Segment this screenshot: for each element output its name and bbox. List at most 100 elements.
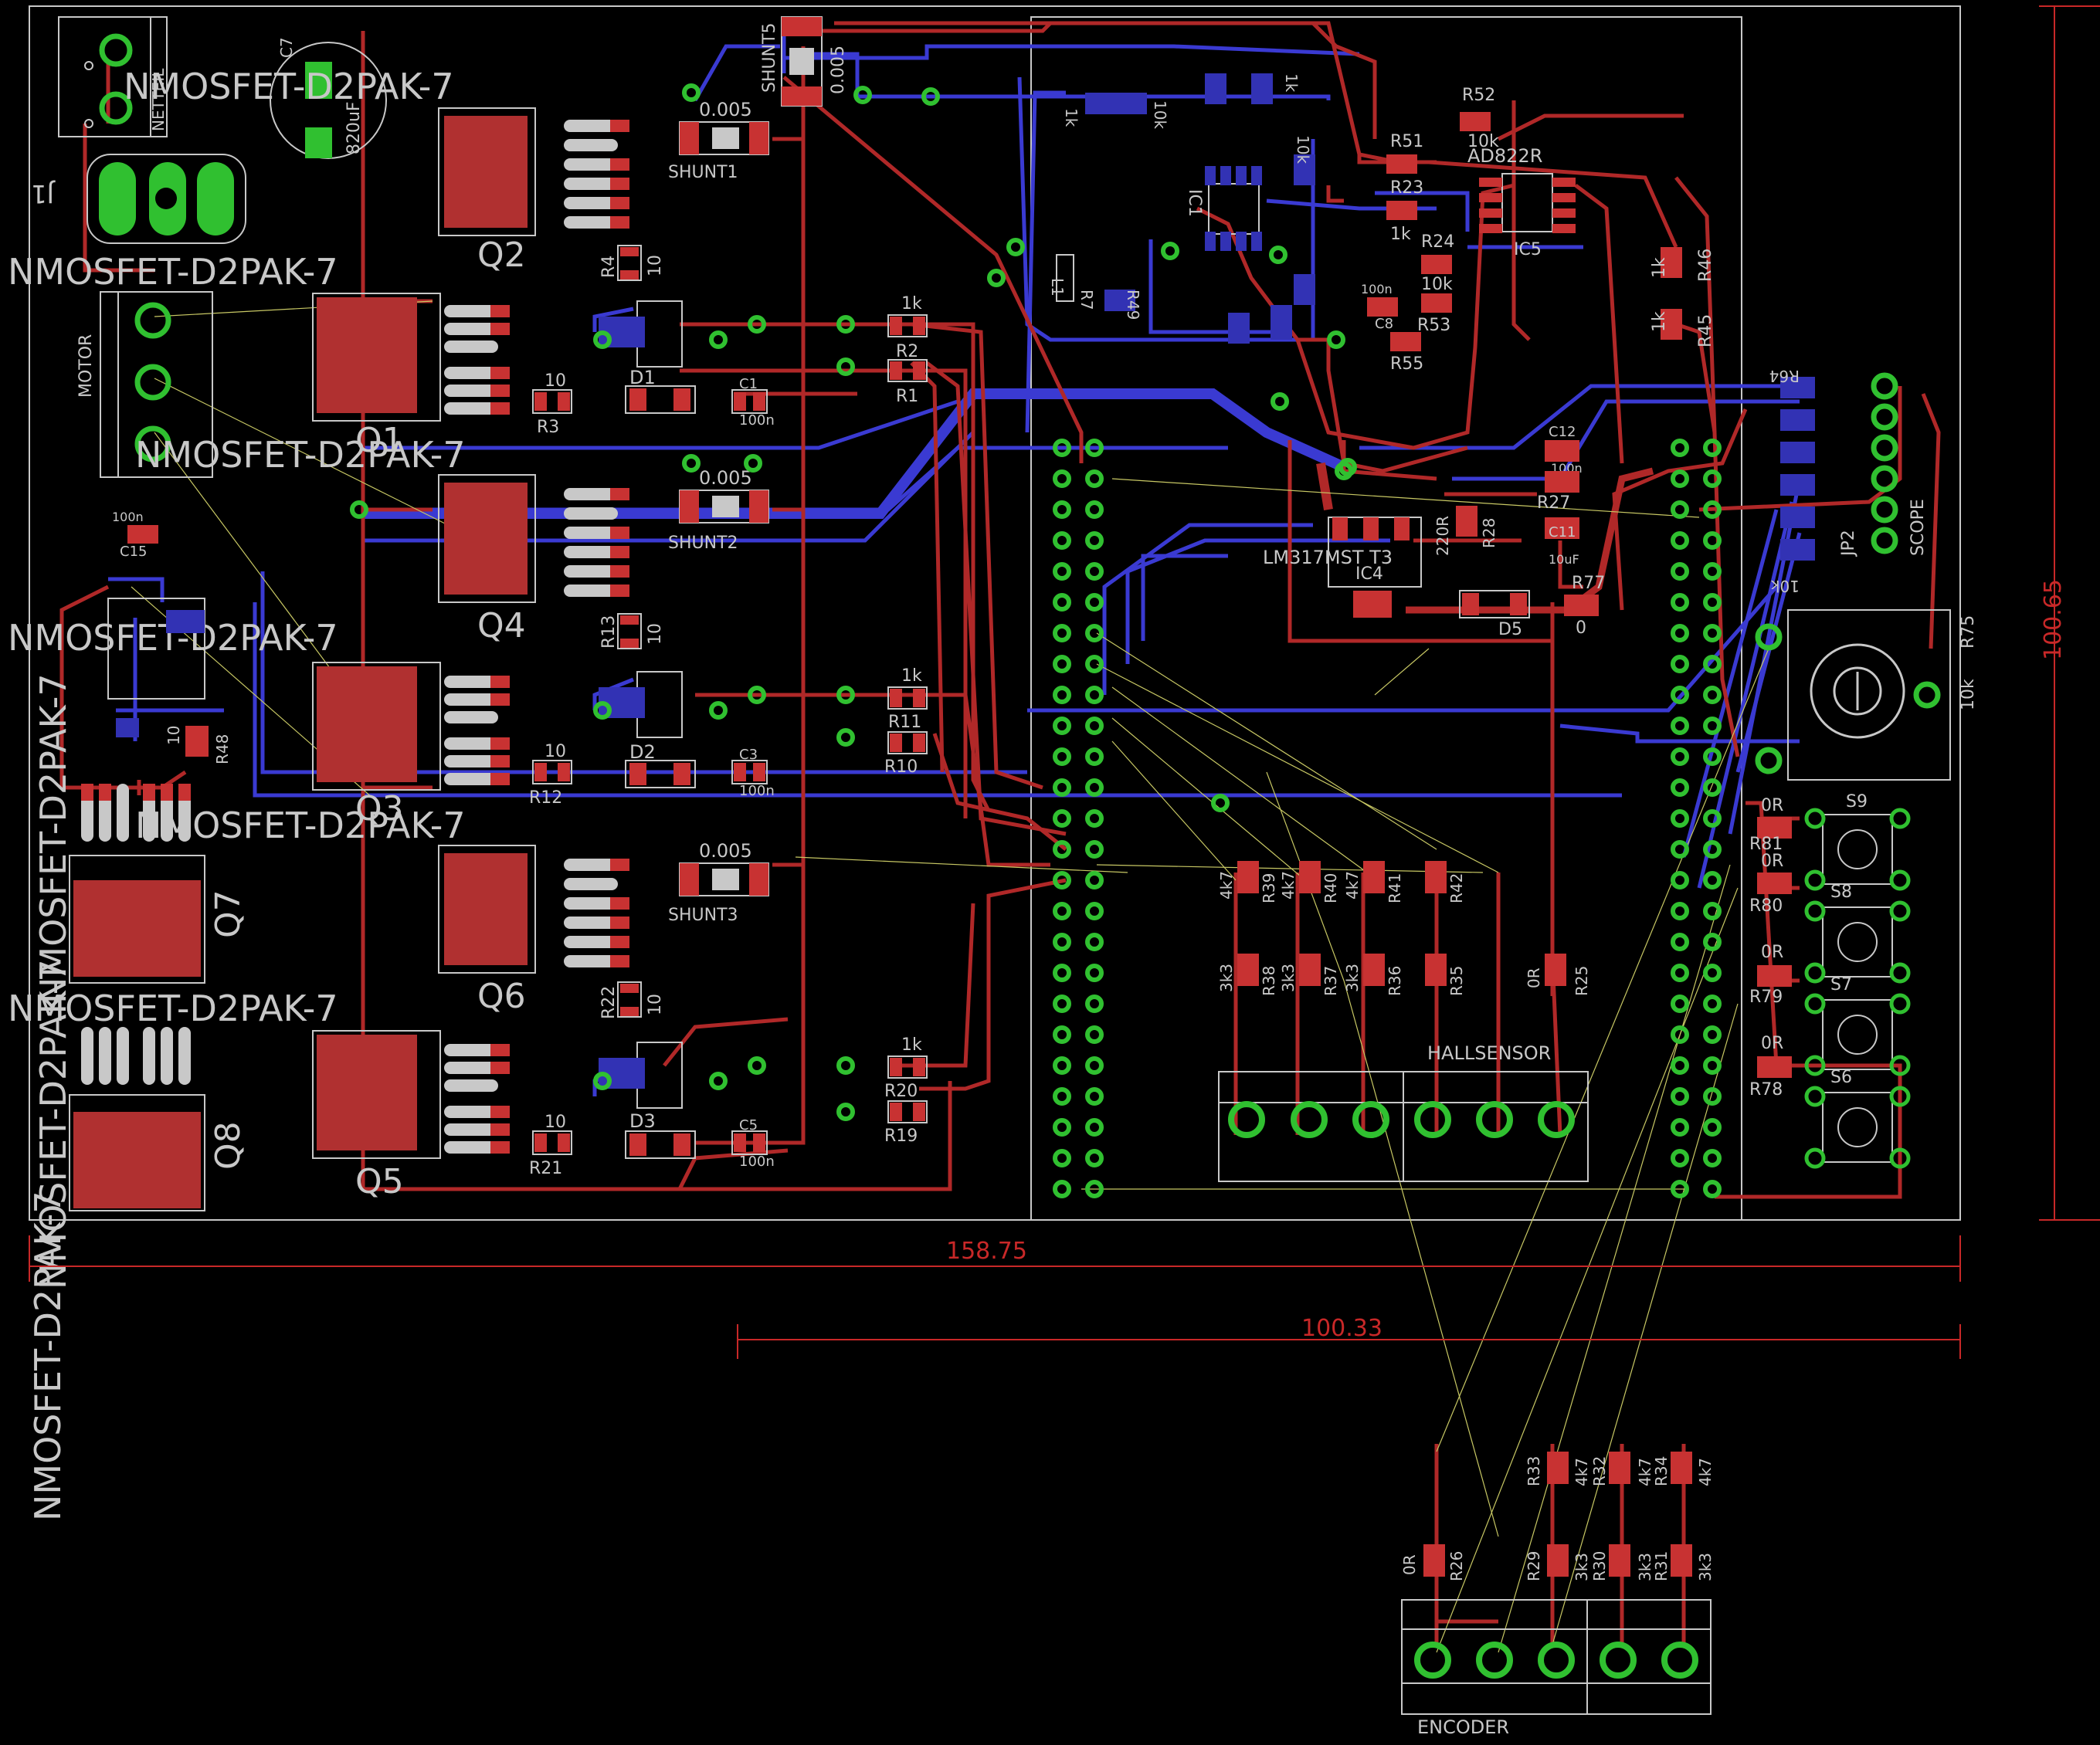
d1-label: D1 [629, 367, 656, 388]
l1-label: L1 [1048, 278, 1067, 296]
ic1-region: IC1 L1 R7 R49 1k 10k 10k 1k [1048, 73, 1315, 344]
r12-label: R12 [529, 788, 562, 808]
r81-label: R81 [1749, 835, 1783, 854]
header-pin [1085, 1025, 1104, 1044]
r42-label: R42 [1447, 873, 1466, 903]
header-pin [1671, 809, 1689, 828]
r13-value: 10 [646, 623, 665, 645]
header-pin [1053, 655, 1071, 673]
s7-label: S7 [1830, 975, 1852, 994]
header-pin [1703, 964, 1722, 982]
s9-label: S9 [1846, 792, 1868, 812]
c11-value: 10uF [1549, 552, 1579, 567]
r29-value: 3k3 [1696, 1553, 1715, 1581]
header-pin [1085, 717, 1104, 735]
c8-value: 100n [1361, 282, 1393, 296]
header-pin [1085, 1180, 1104, 1198]
header-pin [1703, 1149, 1722, 1167]
power-trace-bottom [363, 388, 1346, 519]
resistor-pairs-1k: 1k R2 R1 1k R11 R10 1k R20 R19 [884, 294, 928, 1146]
r24-value: 10k [1421, 275, 1453, 294]
header-pin [1671, 778, 1689, 797]
c11-label: C11 [1549, 524, 1576, 540]
q7-label: Q7 [209, 889, 248, 938]
q1-label: Q1 [355, 421, 404, 460]
c15-label: C15 [120, 544, 147, 560]
header-pin [1703, 1087, 1722, 1106]
header-pin [1053, 439, 1071, 457]
header-pin [1671, 717, 1689, 735]
pin-header-right [1671, 439, 1722, 1198]
via [1161, 242, 1179, 260]
header-pin [1053, 1118, 1071, 1137]
mosfet-q5-value: NMOSFET-D2PAK-7 [8, 988, 338, 1029]
r40-value: 4k7 [1279, 871, 1298, 900]
r20-label: R20 [884, 1082, 918, 1101]
header-pin [1703, 562, 1722, 581]
header-pin [1671, 1087, 1689, 1106]
r32-value: 4k7 [1572, 1458, 1591, 1486]
r28-label: R28 [1480, 518, 1498, 548]
top-layer-traces [59, 21, 1941, 1645]
header-pin [1053, 747, 1071, 766]
ic1-label: IC1 [1185, 189, 1204, 217]
header-pin [1085, 531, 1104, 550]
mosfet-q4-value: NMOSFET-D2PAK-7 [135, 434, 466, 476]
header-pin [1703, 593, 1722, 612]
via [836, 1056, 855, 1075]
hall-resistors: 4k7 R39 4k7 R40 4k7 R41 R42 3k3 R38 3k3 … [1217, 861, 1591, 996]
header-pin [1053, 624, 1071, 642]
shunt1-label: SHUNT1 [668, 163, 738, 182]
via [748, 686, 766, 704]
via [1006, 238, 1025, 256]
r35-label: R35 [1447, 966, 1466, 996]
shunt5-value: 0.005 [829, 46, 848, 94]
encoder-label: ENCODER [1417, 1716, 1509, 1738]
via [593, 330, 612, 349]
r75-value: 10k [1959, 679, 1978, 710]
r41-label: R41 [1386, 873, 1404, 903]
hall-sensor-connector: HALLSENSOR [1218, 1042, 1589, 1182]
r79-label: R79 [1749, 988, 1783, 1007]
shunt3-value: 0.005 [699, 840, 752, 862]
header-pin [1053, 871, 1071, 889]
d3-label: D3 [629, 1110, 656, 1132]
header-pin [1085, 871, 1104, 889]
header-pin [1085, 840, 1104, 859]
d2-label: D2 [629, 741, 656, 763]
header-pin [1671, 840, 1689, 859]
header-pin [1671, 500, 1689, 519]
header-pin [1671, 902, 1689, 920]
header-pin [1085, 1149, 1104, 1167]
mosfet-q3: NMOSFET-D2PAK-7 Q3 [8, 617, 510, 828]
r23-value: 1k [1390, 225, 1411, 244]
via [1269, 246, 1287, 264]
s8-label: S8 [1830, 883, 1852, 902]
ic5-opamp: AD822R IC5 R52 10k R51 R23 1k R24 10k R5… [1361, 86, 1715, 374]
header-pin [1671, 624, 1689, 642]
shunt2-label: SHUNT2 [668, 534, 738, 553]
r81-value: 0R [1761, 796, 1783, 815]
via [1271, 392, 1289, 411]
header-pin [1671, 1149, 1689, 1167]
header-pin [1053, 840, 1071, 859]
via [748, 1056, 766, 1075]
r26-label: R26 [1447, 1551, 1466, 1581]
header-pin [1671, 686, 1689, 704]
r30-value: 3k3 [1572, 1553, 1591, 1581]
ic1-r-val-4: 1k [1282, 73, 1301, 93]
q2-label: Q2 [477, 235, 526, 275]
dim-158-75: 158.75 [946, 1238, 1027, 1265]
header-pin [1703, 439, 1722, 457]
header-pin [1053, 809, 1071, 828]
switches: S9 S8 S7 S6 0R R81 0R R80 0R R79 0R R78 [1749, 792, 1911, 1169]
dim-100-33: 100.33 [1301, 1315, 1382, 1342]
header-pin [1703, 1180, 1722, 1198]
header-pin [1053, 964, 1071, 982]
shunt-1: 0.005 SHUNT1 [668, 99, 769, 182]
header-pin [1703, 747, 1722, 766]
ic4-label: IC4 [1355, 564, 1383, 584]
via [1211, 794, 1230, 812]
c3-label: C3 [739, 747, 758, 763]
r80-label: R80 [1749, 896, 1783, 916]
